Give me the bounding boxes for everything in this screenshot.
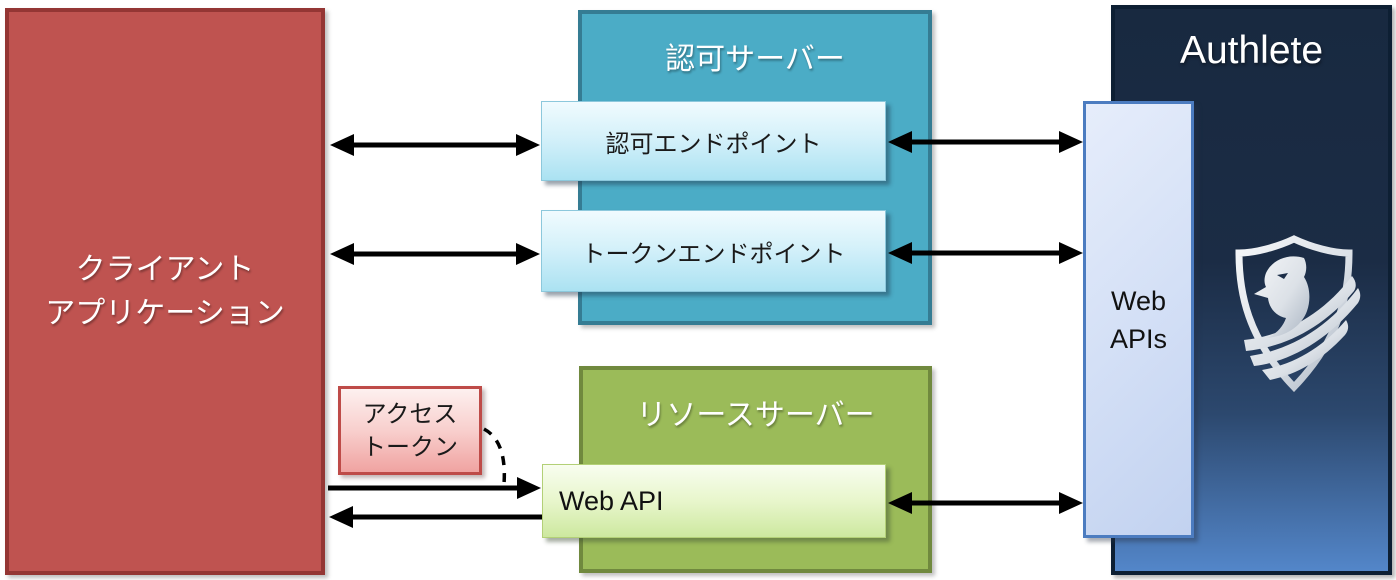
web-apis-label-line1: Web	[1110, 285, 1167, 316]
authorization-endpoint-box: 認可エンドポイント	[541, 101, 886, 181]
web-apis-label-line2: APIs	[1109, 323, 1168, 354]
authlete-shield-eagle-icon	[1235, 235, 1361, 392]
access-token-line2: トークン	[362, 433, 458, 461]
arrow-client-token-endpoint	[330, 243, 540, 265]
client-label-line2: アプリケーション	[45, 296, 285, 330]
client-label-line1: クライアント	[75, 252, 255, 286]
token-endpoint-box: トークンエンドポイント	[541, 210, 886, 292]
authlete-web-apis-box: Web APIs	[1083, 101, 1194, 538]
token-endpoint-label: トークンエンドポイント	[581, 240, 846, 268]
dashed-access-token-curve	[483, 427, 507, 485]
authlete-title: Authlete	[1179, 29, 1324, 72]
arrow-client-to-web-api	[328, 477, 541, 499]
access-token-box: アクセス トークン	[338, 386, 482, 475]
arrow-client-authorization-endpoint	[330, 134, 540, 156]
authorization-endpoint-label: 認可エンドポイント	[605, 130, 822, 158]
access-token-line1: アクセス	[362, 400, 458, 428]
web-api-label: Web API	[559, 485, 664, 516]
client-application-box: クライアント アプリケーション	[5, 8, 325, 575]
resource-server-title: リソースサーバー	[636, 399, 875, 432]
client-application-label: クライアント アプリケーション	[45, 248, 284, 336]
web-api-box: Web API	[542, 464, 886, 538]
arrow-web-api-to-client	[329, 506, 542, 528]
authorization-server-title: 認可サーバー	[665, 43, 845, 76]
